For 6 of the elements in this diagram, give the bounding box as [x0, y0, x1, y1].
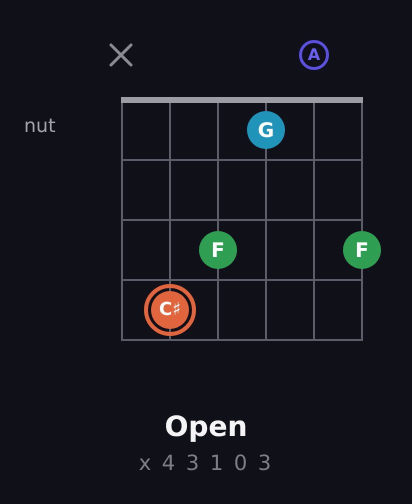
- chord-title: Open: [164, 413, 248, 441]
- note-label: C♯: [151, 291, 189, 329]
- open-string-marker: A: [299, 40, 329, 70]
- fingering-label: x 4 3 1 0 3: [138, 453, 274, 474]
- nut-label: nut: [24, 117, 56, 136]
- root-note-marker: [144, 284, 196, 336]
